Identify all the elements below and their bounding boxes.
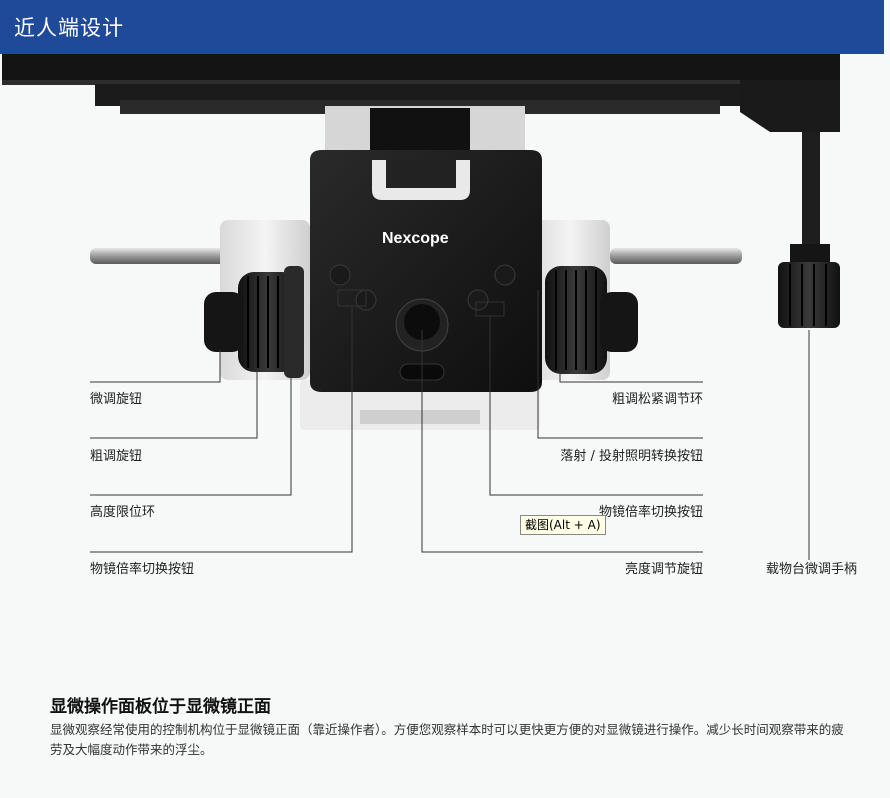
right-rod xyxy=(610,248,742,264)
stage-handle-knob-top xyxy=(790,244,830,264)
microscope-illustration: Nexcope xyxy=(2,54,840,560)
leader-brightness xyxy=(421,330,703,553)
label-brightness-knob: 亮度调节旋钮 xyxy=(624,562,703,577)
panel-button-top-right xyxy=(494,264,516,286)
left-rod xyxy=(90,248,230,264)
section-title: 显微操作面板位于显微镜正面 xyxy=(50,697,271,717)
brightness-knob xyxy=(404,304,440,340)
stage-support xyxy=(740,80,840,132)
page-title: 近人端设计 xyxy=(14,16,124,40)
leader-coarse-knob xyxy=(90,370,258,439)
leader-objective-left xyxy=(90,289,367,553)
right-fine-knob xyxy=(600,292,638,352)
front-panel xyxy=(310,150,542,392)
header-bar: 近人端设计 xyxy=(0,0,884,54)
panel-button-top-left xyxy=(329,264,351,286)
label-fine-knob: 微调旋钮 xyxy=(90,392,143,407)
stage-handle-knob xyxy=(778,262,840,328)
section-body: 显微观察经常使用的控制机构位于显微镜正面（靠近操作者）。方便您观察样本时可以更快… xyxy=(50,722,844,757)
panel-window-inner xyxy=(386,160,456,188)
stage-handle-rod xyxy=(802,132,820,252)
label-illumination-switch: 落射 / 投射照明转换按钮 xyxy=(560,449,703,464)
leader-coarse-tension xyxy=(559,370,703,383)
panel-button-bottom-right xyxy=(467,289,489,311)
stage-plate xyxy=(2,54,840,84)
leader-objective-right xyxy=(475,301,703,496)
leader-fine-knob xyxy=(90,350,221,383)
label-stage-handle: 载物台微调手柄 xyxy=(766,562,858,577)
left-fine-knob xyxy=(204,292,244,352)
body-base-slot xyxy=(360,410,480,424)
label-height-ring: 高度限位环 xyxy=(90,505,156,520)
stage-plate-edge xyxy=(2,80,840,85)
label-coarse-knob: 粗调旋钮 xyxy=(90,449,143,464)
label-objective-switch-right: 物镜倍率切换按钮 xyxy=(598,505,703,520)
screenshot-tooltip: 截图(Alt + A) xyxy=(520,515,606,535)
label-objective-switch-left: 物镜倍率切换按钮 xyxy=(90,562,195,577)
leader-height-ring xyxy=(90,378,292,496)
brand-logo: Nexcope xyxy=(382,230,449,247)
left-knob-ring xyxy=(284,266,304,378)
label-coarse-tension-ring: 粗调松紧调节环 xyxy=(611,392,703,407)
leader-illumination xyxy=(537,290,703,439)
